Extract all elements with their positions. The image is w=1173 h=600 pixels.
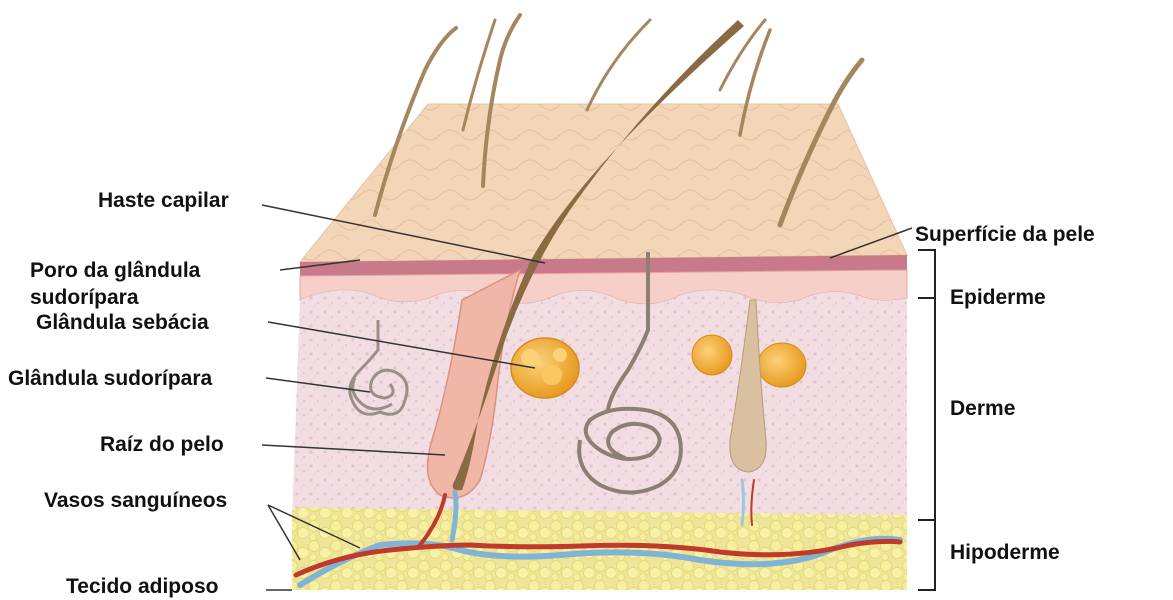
sebaceous-gland [511, 338, 579, 398]
label-superficie-pele: Superfície da pele [915, 222, 1095, 248]
label-derme: Derme [950, 396, 1015, 422]
label-glandula-sebacia: Glândula sebácia [36, 310, 209, 336]
label-epiderme: Epiderme [950, 285, 1046, 311]
label-hipoderme: Hipoderme [950, 540, 1060, 566]
label-poro-glandula-line2: sudorípara [30, 285, 139, 311]
label-raiz-pelo: Raíz do pelo [100, 432, 224, 458]
skin-surface [300, 104, 907, 262]
label-glandula-sudoripara: Glândula sudorípara [8, 366, 212, 392]
label-vasos-sanguineos: Vasos sanguíneos [44, 488, 227, 514]
label-haste-capilar: Haste capilar [98, 188, 229, 214]
label-tecido-adiposo: Tecido adiposo [66, 574, 218, 600]
label-poro-glandula-line1: Poro da glândula [30, 258, 200, 284]
layer-bracket [918, 250, 935, 590]
